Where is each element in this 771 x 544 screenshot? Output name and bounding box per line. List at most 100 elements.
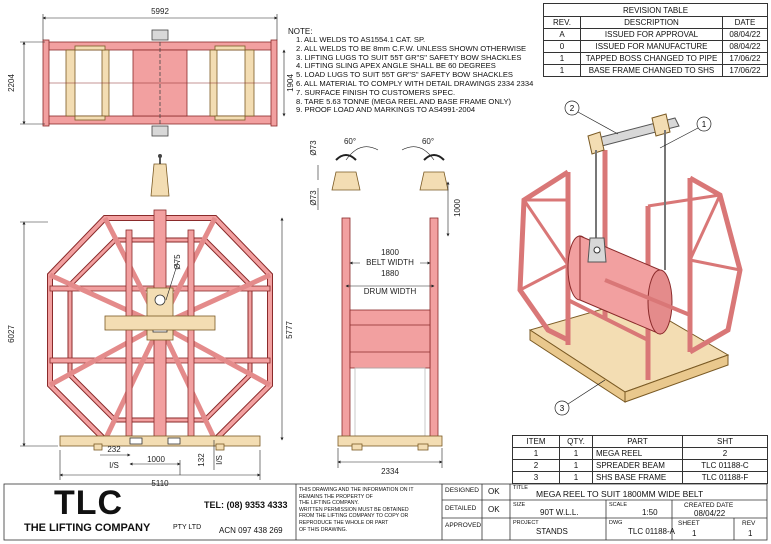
approved-label: APPROVED — [445, 522, 482, 529]
dim-front-232: 232 — [107, 445, 121, 454]
balloon-1-label: 1 — [702, 120, 707, 129]
revision-row: 1 BASE FRAME CHANGED TO SHS 17/06/22 — [543, 64, 768, 77]
revision-table-title: REVISION TABLE — [543, 3, 768, 17]
revision-cell: 1 — [543, 52, 581, 65]
note-item: 5. LOAD LUGS TO SUIT 55T GR"S" SAFETY BO… — [296, 70, 513, 80]
title-block-frame — [3, 483, 768, 541]
dim-front-i-s: I/S — [109, 461, 119, 470]
revision-header-description: DESCRIPTION — [580, 16, 723, 29]
dim-side-lug-1: Ø73 — [309, 140, 318, 156]
parts-header-part: PART — [592, 435, 683, 448]
side-view — [331, 154, 449, 451]
size-value: 90T W.L.L. — [540, 508, 579, 517]
dim-side-1000: 1000 — [453, 199, 462, 217]
revision-cell: ISSUED FOR MANUFACTURE — [580, 40, 723, 53]
top-view-dimensions — [20, 14, 286, 125]
parts-cell: 1 — [512, 447, 560, 460]
title-label: TITLE — [513, 485, 528, 491]
dim-belt-width-label: BELT WIDTH — [366, 258, 414, 267]
size-label: SIZE — [513, 502, 526, 508]
detailed-value: OK — [488, 505, 500, 514]
created-value: 08/04/22 — [694, 509, 726, 518]
parts-table: ITEM QTY. PART SHT 1 1 MEGA REEL 2 2 1 S… — [512, 435, 768, 484]
dim-drum-width-value: 1880 — [381, 269, 399, 278]
note-item: 7. SURFACE FINISH TO CUSTOMERS SPEC. — [296, 87, 456, 97]
dim-side-angle-right: 60° — [422, 137, 434, 146]
dim-front-132: 132 — [197, 453, 206, 467]
revision-row: A ISSUED FOR APPROVAL 08/04/22 — [543, 28, 768, 41]
disclaimer-line: THE LIFTING COMPANY. — [299, 500, 359, 507]
scale-value: 1:50 — [642, 508, 658, 517]
dim-front-height: 6027 — [7, 325, 16, 343]
balloon-2 — [564, 100, 619, 135]
revision-cell: BASE FRAME CHANGED TO SHS — [580, 64, 723, 77]
parts-header-qty: QTY. — [559, 435, 593, 448]
dim-side-angle-left: 60° — [344, 137, 356, 146]
note-item: 6. ALL MATERIAL TO COMPLY WITH DETAIL DR… — [296, 78, 534, 88]
revision-cell: ISSUED FOR APPROVAL — [580, 28, 723, 41]
revision-cell: A — [543, 28, 581, 41]
designed-label: DESIGNED — [445, 487, 479, 494]
dim-top-inner: 1904 — [286, 74, 295, 92]
detailed-label: DETAILED — [445, 505, 477, 512]
revision-cell: 1 — [543, 64, 581, 77]
revision-cell: 08/04/22 — [722, 40, 768, 53]
note-item: 3. LIFTING LUGS TO SUIT 55T GR"S" SAFETY… — [296, 52, 522, 62]
project-value: STANDS — [536, 527, 568, 536]
revision-cell: 08/04/22 — [722, 28, 768, 41]
sheet-value: 1 — [692, 529, 697, 538]
parts-cell: MEGA REEL — [592, 447, 683, 460]
rev-label: REV — [742, 520, 756, 527]
parts-cell: 1 — [559, 447, 593, 460]
sheet-label: SHEET — [678, 520, 700, 527]
company-tel: TEL: (08) 9353 4333 — [204, 500, 288, 510]
parts-header-sht: SHT — [682, 435, 768, 448]
disclaimer-line: REPRODUCE THE WHOLE OR PART — [299, 519, 389, 526]
notes-heading: NOTE: — [288, 27, 313, 36]
balloon-1 — [659, 116, 712, 149]
title-value: MEGA REEL TO SUIT 1800MM WIDE BELT — [536, 489, 704, 499]
company-acn: ACN 097 438 269 — [219, 526, 283, 535]
dim-front-base-width: 5110 — [151, 479, 169, 488]
scale-label: SCALE — [609, 502, 628, 508]
dim-top-height: 2204 — [7, 74, 16, 92]
dimension-labels: 5992 2204 1904 6027 5777 Ø75 5110 1000 2… — [7, 7, 462, 488]
revision-row: 0 ISSUED FOR MANUFACTURE 08/04/22 — [543, 40, 768, 53]
front-view — [47, 154, 273, 451]
revision-cell: 0 — [543, 40, 581, 53]
parts-cell: 1 — [559, 471, 593, 484]
dim-front-1000: 1000 — [147, 455, 165, 464]
dim-front-bore: Ø75 — [173, 254, 182, 270]
dim-top-width: 5992 — [151, 7, 169, 16]
note-item: 9. PROOF LOAD AND MARKINGS TO AS4991-200… — [296, 105, 476, 115]
project-label: PROJECT — [513, 520, 539, 526]
disclaimer-line: OF THIS DRAWING. — [299, 526, 348, 533]
company-logo: TLC — [54, 484, 124, 522]
balloon-3 — [554, 379, 606, 416]
revision-table: REVISION TABLE REV. DESCRIPTION DATE A I… — [543, 3, 768, 77]
note-item: 1. ALL WELDS TO AS1554.1 CAT. SP. — [296, 35, 426, 44]
note-item: 8. TARE 5.63 TONNE (MEGA REEL AND BASE F… — [296, 96, 512, 106]
front-view-dimensions — [20, 217, 284, 480]
note-item: 2. ALL WELDS TO BE 8mm C.F.W. UNLESS SHO… — [296, 43, 527, 53]
parts-row: 1 1 MEGA REEL 2 — [512, 447, 768, 460]
parts-cell: SPREADER BEAM — [592, 459, 683, 472]
disclaimer-line: REMAINS THE PROPERTY OF — [299, 493, 373, 500]
company-suffix: PTY LTD — [173, 524, 202, 531]
parts-header-item: ITEM — [512, 435, 560, 448]
designed-value: OK — [488, 487, 500, 496]
disclaimer: THIS DRAWING AND THE INFORMATION ON IT R… — [299, 487, 414, 533]
parts-cell: 1 — [559, 459, 593, 472]
isometric-view — [517, 113, 743, 403]
parts-cell: 2 — [682, 447, 768, 460]
balloon-3-label: 3 — [560, 404, 565, 413]
note-item: 4. LIFTING SLING APEX ANGLE SHALL BE 60 … — [296, 61, 496, 71]
dim-side-base-width: 2334 — [381, 467, 399, 476]
parts-row: 2 1 SPREADER BEAM TLC 01188-C — [512, 459, 768, 472]
parts-row: 3 1 SHS BASE FRAME TLC 01188-F — [512, 471, 768, 484]
top-view — [42, 29, 278, 137]
parts-cell: 2 — [512, 459, 560, 472]
revision-cell: 17/06/22 — [722, 64, 768, 77]
